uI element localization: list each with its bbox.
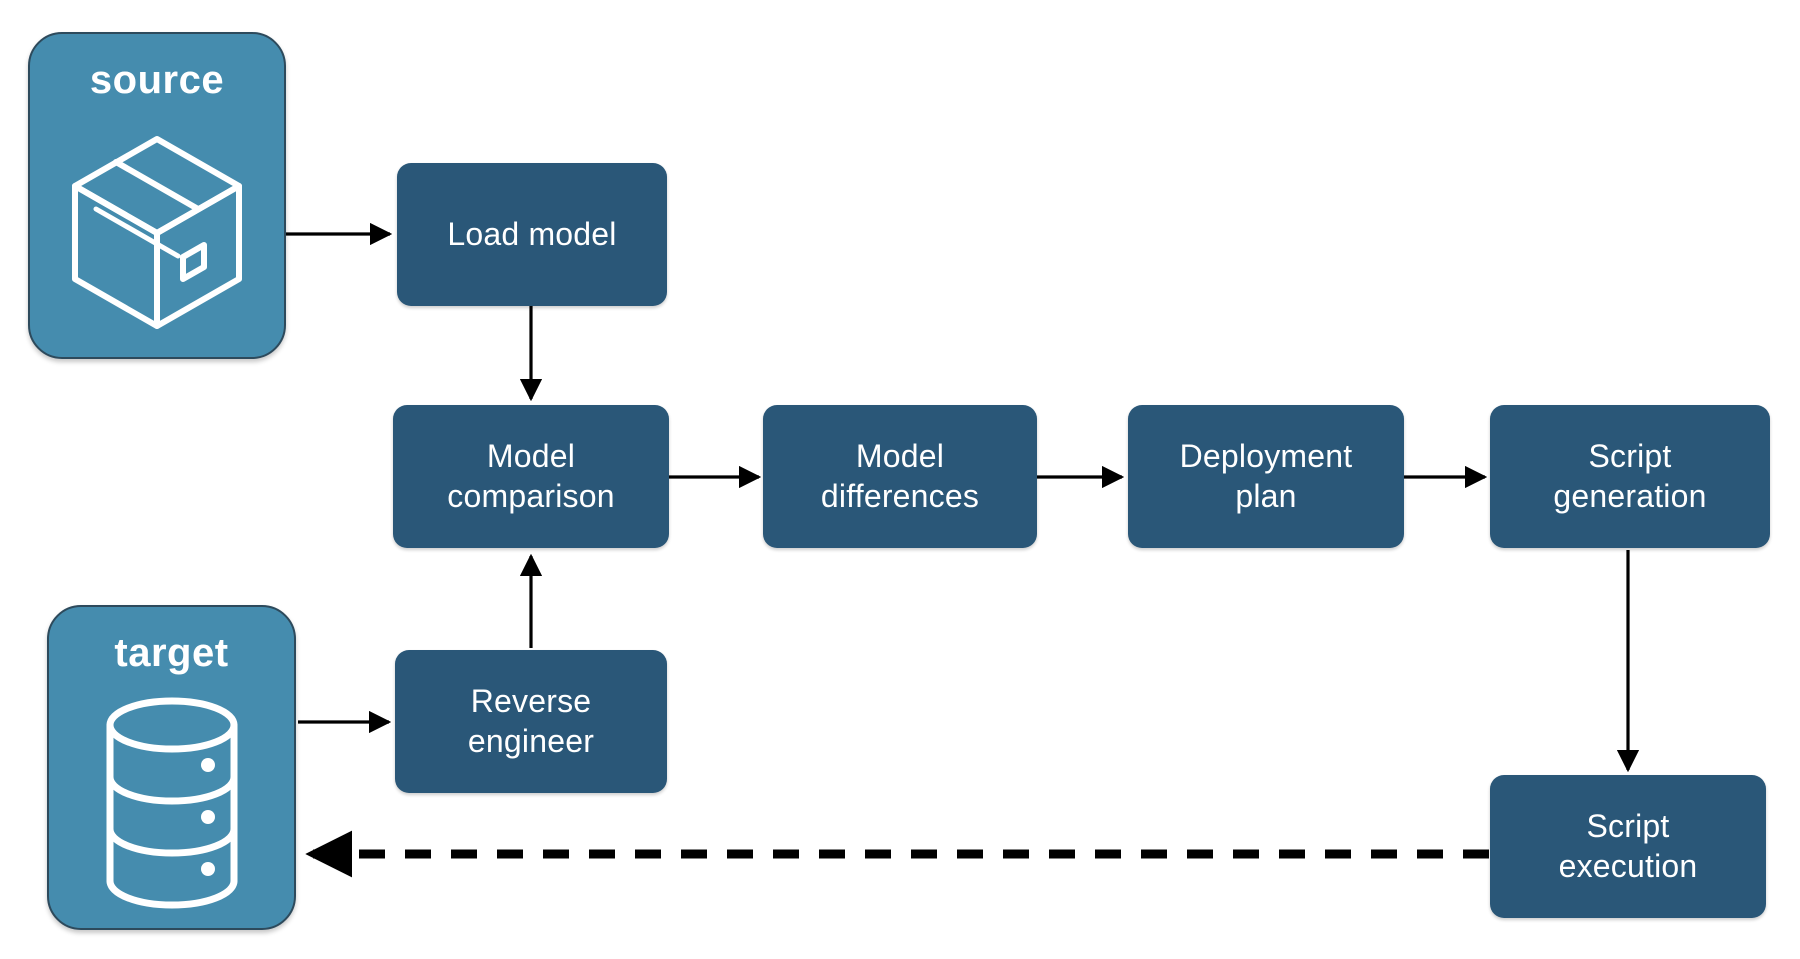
process-script-generation[interactable]: Script generation <box>1490 405 1770 548</box>
package-box-icon <box>30 105 284 357</box>
process-script-execution-label: Script execution <box>1558 808 1698 884</box>
process-script-execution[interactable]: Script execution <box>1490 775 1766 918</box>
process-reverse-engineer-label: Reverse engineer <box>467 683 595 759</box>
endpoint-source-label: source <box>89 58 225 102</box>
process-model-comparison-label: Model comparison <box>447 438 615 514</box>
process-script-generation-label: Script generation <box>1553 438 1707 514</box>
endpoint-source[interactable]: source <box>28 32 286 359</box>
process-deployment-plan[interactable]: Deployment plan <box>1128 405 1404 548</box>
database-cylinder-icon <box>49 678 294 928</box>
endpoint-target-label: target <box>114 631 229 675</box>
process-model-differences[interactable]: Model differences <box>763 405 1037 548</box>
process-load-model[interactable]: Load model <box>397 163 667 306</box>
process-model-differences-label: Model differences <box>820 438 980 514</box>
process-load-model-label: Load model <box>447 215 617 252</box>
process-deployment-plan-label: Deployment plan <box>1179 438 1353 514</box>
endpoint-target[interactable]: target <box>47 605 296 930</box>
process-model-comparison[interactable]: Model comparison <box>393 405 669 548</box>
process-reverse-engineer[interactable]: Reverse engineer <box>395 650 667 793</box>
